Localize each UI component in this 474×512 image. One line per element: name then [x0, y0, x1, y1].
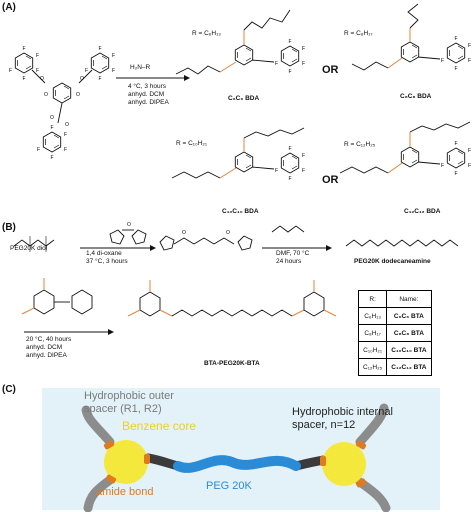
product-name-c12c12: C₁₂C₁₂ BDA: [404, 208, 441, 215]
reagent-amine: H₂N–R: [130, 64, 151, 71]
product-c10c10-skeleton: [171, 127, 305, 182]
table-cell-r: C₈H₁₇: [357, 324, 388, 342]
final-product-label: BTA-PEG20K-BTA: [204, 360, 260, 367]
outer-spacer-left-bottom: [83, 475, 115, 512]
conditions-a-3: anhyd. DIPEA: [128, 99, 169, 106]
or-label-top: OR: [322, 64, 339, 76]
benzene-core-label: Benzene core: [122, 419, 197, 433]
r-label-c10: R = C₁₀H₂₁: [176, 140, 208, 147]
outer-spacer-right-top: [355, 403, 389, 447]
table-header-r: R:: [357, 290, 388, 308]
table-cell-name: C₁₂C₁₂ BTA: [386, 358, 432, 376]
step2-condition-2: 24 hours: [276, 258, 302, 265]
table-cell-name: C₆C₆ BTA: [386, 307, 432, 325]
panel-a-label: (A): [2, 2, 16, 13]
table-cell-r: C₁₀H₂₁: [357, 341, 388, 359]
peg-diol-label: PEG20K diol: [10, 245, 48, 252]
outer-spacer-label-1: Hydrophobic outer: [84, 390, 174, 402]
svg-text:O: O: [182, 230, 186, 236]
panel-b-label: (B): [2, 222, 16, 233]
r-label-c8: R = C₈H₁₇: [344, 30, 373, 37]
panel-c-schematic: Hydrophobic outer spacer (R1, R2) Benzen…: [0, 386, 474, 512]
product-c6c6-skeleton: [175, 9, 305, 75]
table-cell-r: C₁₂H₂₅: [357, 358, 388, 376]
svg-text:O: O: [44, 92, 48, 98]
amide-bond-left-inner: [144, 454, 150, 464]
conditions-a-2: anhyd. DCM: [128, 91, 165, 98]
panel-b-structures: O O O: [13, 222, 459, 335]
amide-bond-right-inner: [320, 456, 326, 466]
r-substituent-table: R: Name: C₆H₁₃ C₆C₆ BTA C₈H₁₇ C₈C₈ BTA C…: [357, 290, 432, 376]
internal-spacer-label-1: Hydrophobic internal: [292, 406, 393, 418]
table-cell-name: C₁₀C₁₀ BTA: [386, 341, 432, 359]
step2-condition-1: DMF, 70 °C: [276, 250, 310, 257]
peg-chain: [173, 455, 301, 473]
peg-label: PEG 20K: [206, 480, 252, 492]
table-row: C₁₂H₂₅ C₁₂C₁₂ BTA: [357, 358, 432, 376]
outer-spacer-label-2: spacer (R1, R2): [84, 403, 162, 415]
amide-bond-right-bottom: [355, 478, 367, 488]
internal-spacer-label-2: spacer, n=12: [292, 419, 356, 431]
benzene-core-right: [322, 442, 366, 486]
amide-bond-right-top: [355, 440, 367, 450]
step3-condition-2: anhyd. DCM: [26, 344, 63, 351]
step3-condition-3: anhyd. DIPEA: [26, 352, 67, 359]
r-label-c6: R = C₆H₁₃: [192, 30, 221, 37]
table-row: C₆H₁₃ C₆C₆ BTA: [357, 307, 432, 325]
outer-spacer-left-top: [81, 405, 115, 447]
conditions-a-1: 4 °C, 3 hours: [128, 83, 167, 90]
product-c8c8-skeleton: [351, 3, 471, 72]
panel-c-cartoon: [42, 388, 440, 512]
reactant-tri-pfp-ester: O O O O O O: [9, 46, 115, 161]
peg-dodecaneamine-label: PEG20K dodecaneamine: [354, 258, 431, 265]
step3-condition-1: 20 °C, 40 hours: [26, 336, 72, 343]
benzene-core-left: [104, 440, 148, 484]
table-row: C₈H₁₇ C₈C₈ BTA: [357, 324, 432, 342]
table-header-row: R: Name:: [357, 290, 432, 308]
panel-a-structures: F F F F F O O O O O O: [0, 3, 474, 200]
amide-bond-label: amide bond: [96, 486, 154, 498]
step1-condition-2: 37 °C, 3 hours: [86, 258, 128, 265]
table-header-name: Name:: [386, 290, 432, 308]
amide-bond-left-bottom: [105, 474, 117, 484]
r-label-c12: R = C₁₂H₂₅: [344, 141, 376, 148]
svg-text:O: O: [226, 230, 230, 236]
step1-condition-1: 1,4 di-oxane: [86, 250, 122, 257]
table-row: C₁₀H₂₁ C₁₀C₁₀ BTA: [357, 341, 432, 359]
product-name-c8c8: C₈C₈ BDA: [400, 93, 432, 100]
table-cell-name: C₈C₈ BTA: [386, 324, 432, 342]
product-name-c6c6: C₆C₆ BDA: [228, 95, 260, 102]
svg-text:O: O: [127, 222, 131, 228]
panel-c-label: (C): [2, 384, 16, 395]
svg-text:O: O: [50, 115, 54, 121]
svg-text:O: O: [40, 76, 44, 82]
or-label-bottom: OR: [322, 174, 339, 186]
svg-text:O: O: [80, 76, 84, 82]
amide-bond-left-top: [103, 440, 115, 450]
svg-text:O: O: [76, 92, 80, 98]
table-cell-r: C₆H₁₃: [357, 307, 388, 325]
product-name-c10c10: C₁₀C₁₀ BDA: [222, 208, 259, 215]
product-c12c12-skeleton: [339, 121, 471, 177]
svg-text:O: O: [65, 122, 69, 128]
